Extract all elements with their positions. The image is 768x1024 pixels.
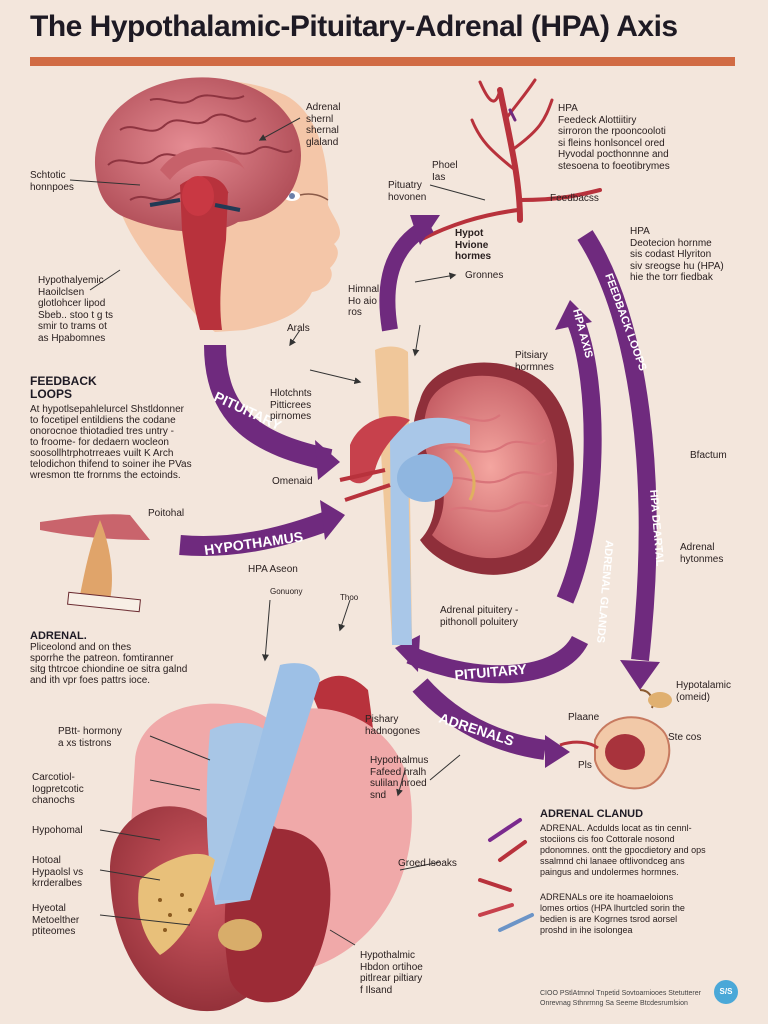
adrenal-sketch (40, 514, 150, 613)
label-poitohal: Poitohal (148, 508, 185, 519)
adrenal-heading: ADRENAL. (30, 630, 87, 642)
label-groed-lsoaks: Groed lsoaks (398, 858, 457, 869)
brainstem-pituitary (149, 176, 241, 330)
label-pituatry-hovonen: Pituatry hovonen (388, 180, 427, 203)
adrenal-gland-heading: ADRENAL CLANUD (540, 808, 644, 820)
label-hoo: Thoo (340, 593, 359, 602)
brain (94, 77, 302, 232)
label-adrenal-gland-top: Adrenal shernl shernal glaland (306, 102, 341, 148)
arrow-label-pituitary-lower: PITUITARY (454, 661, 528, 683)
footer-credits-1: CIOO PStlAtmnol Tnpetid Sovtoarniooes St… (540, 990, 701, 997)
label-omenaid: Omenaid (272, 476, 313, 487)
label-hpa-feedback: HPA Feedeck Alottiitiry sirroron the rpo… (558, 103, 670, 172)
arrow-adrenals (412, 678, 547, 760)
label-hypot-hormes: Hypot Hvione hormes (455, 228, 492, 262)
page-title: The Hypothalamic-Pituitary-Adrenal (HPA)… (30, 10, 678, 43)
label-plaane: Plaane (568, 712, 600, 723)
adrenal-paragraph-2: ADRENALs ore ite hoamaeloions lomes orti… (540, 892, 685, 935)
label-hotoal: Hotoal Hypaolsl vs krrderalbes (32, 855, 84, 889)
pathway-arrows (179, 215, 660, 768)
label-pitstiary-hormnes: Pitsiary hormnes (515, 350, 554, 373)
adrenal-paragraph: Pliceolond and on thes sporrhe the patre… (30, 642, 188, 686)
label-ste-cos: Ste cos (668, 732, 702, 743)
ureter-vein (339, 346, 476, 645)
feedback-paragraph: At hypotlsepahlelurcel Shstldonner to fo… (30, 404, 192, 481)
lower-organs (110, 663, 412, 1012)
arrow-pituitary-lower-head (395, 635, 420, 672)
arrow-label-adrenals: ADRENALS (437, 710, 516, 749)
label-arals: Arals (287, 323, 310, 334)
arrow-left-arc (379, 217, 434, 332)
arrow-left-arc-head (410, 215, 440, 245)
arrow-right-outer-head (620, 660, 660, 690)
label-hpa-aseon: HPA Aseon (248, 564, 298, 575)
arrow-right-outer (577, 230, 657, 661)
label-adrenal-hytonmes: Adrenal hytonmes (680, 542, 724, 565)
label-feedbacks: Feedbacss (550, 193, 599, 204)
label-hypothalamic-left: Hypothalyemic Haoilclsen glotlohcer lipo… (38, 275, 114, 344)
feedback-heading: FEEDBACK LOOPS (30, 374, 97, 401)
label-hypohomal: Hypohomal (32, 825, 83, 836)
arrow-pituitary-upper-head (315, 440, 340, 480)
label-phoel-ias: Phoel Ias (432, 160, 458, 183)
arrow-pituitary-upper (204, 344, 333, 471)
label-hlotchnts: Hlotchnts Pitticrees pirnomes (270, 388, 312, 422)
label-pbtt-hormony: PBtt- hormony a xs tistrons (58, 726, 122, 749)
arrow-hypothamus-head (320, 500, 345, 540)
label-gonuony: Gonuony (270, 587, 303, 596)
label-carcotiol: Carcotiol- Iogpretcotic chanochs (32, 772, 84, 806)
title-underline (30, 57, 735, 66)
arrow-label-adrenal-glands: ADRENAL GLANDS (594, 540, 615, 644)
adrenal-paragraph-1: ADRENAL. Acdulds locat as tin cennl- sto… (540, 823, 706, 877)
label-pishary-hadnogones: Pishary hadnogones (365, 714, 421, 737)
label-pls: Pls (578, 760, 592, 771)
label-hypotalamic-small: Hypotalamic (omeid) (676, 680, 732, 703)
label-schotic-hormones: Schtotic honnpoes (30, 170, 74, 193)
arrow-pituitary-lower (406, 635, 589, 684)
label-adrenal-pitutery: Adrenal pituitery - pithonoll poluitery (440, 605, 519, 628)
footer-credits-2: Onrevnag Sthnrrnng Sa Seeme Btcdesrumlsi… (540, 1000, 688, 1007)
vessel-tree (418, 78, 602, 242)
annotation-lines (69, 117, 486, 946)
arrow-right-inner-head (555, 300, 592, 330)
label-hypothalmus: Hypothalmus Fafeed hralh sulilan hroed s… (370, 755, 429, 801)
label-hyeotal: Hyeotal Metoelther ptiteomes (32, 903, 80, 937)
arrow-hypothamus (179, 510, 334, 556)
label-bfactum: Bfactum (690, 450, 727, 461)
label-hpa-right: HPA Deotecion hornme sis codast Hlyriton… (630, 226, 724, 283)
small-adrenal (559, 689, 672, 790)
vessel-icons (478, 818, 534, 932)
label-himnal: Himnal Ho aio ros (348, 284, 380, 318)
arrow-right-inner (556, 316, 602, 604)
label-gronnes: Gronnes (465, 270, 504, 281)
footer-badge: S/S (714, 980, 738, 1004)
label-hypothalmic-bottom: Hypothalmic Hbdon ortihoe pitlrear pilti… (360, 950, 423, 996)
arrow-adrenals-head (545, 735, 570, 768)
